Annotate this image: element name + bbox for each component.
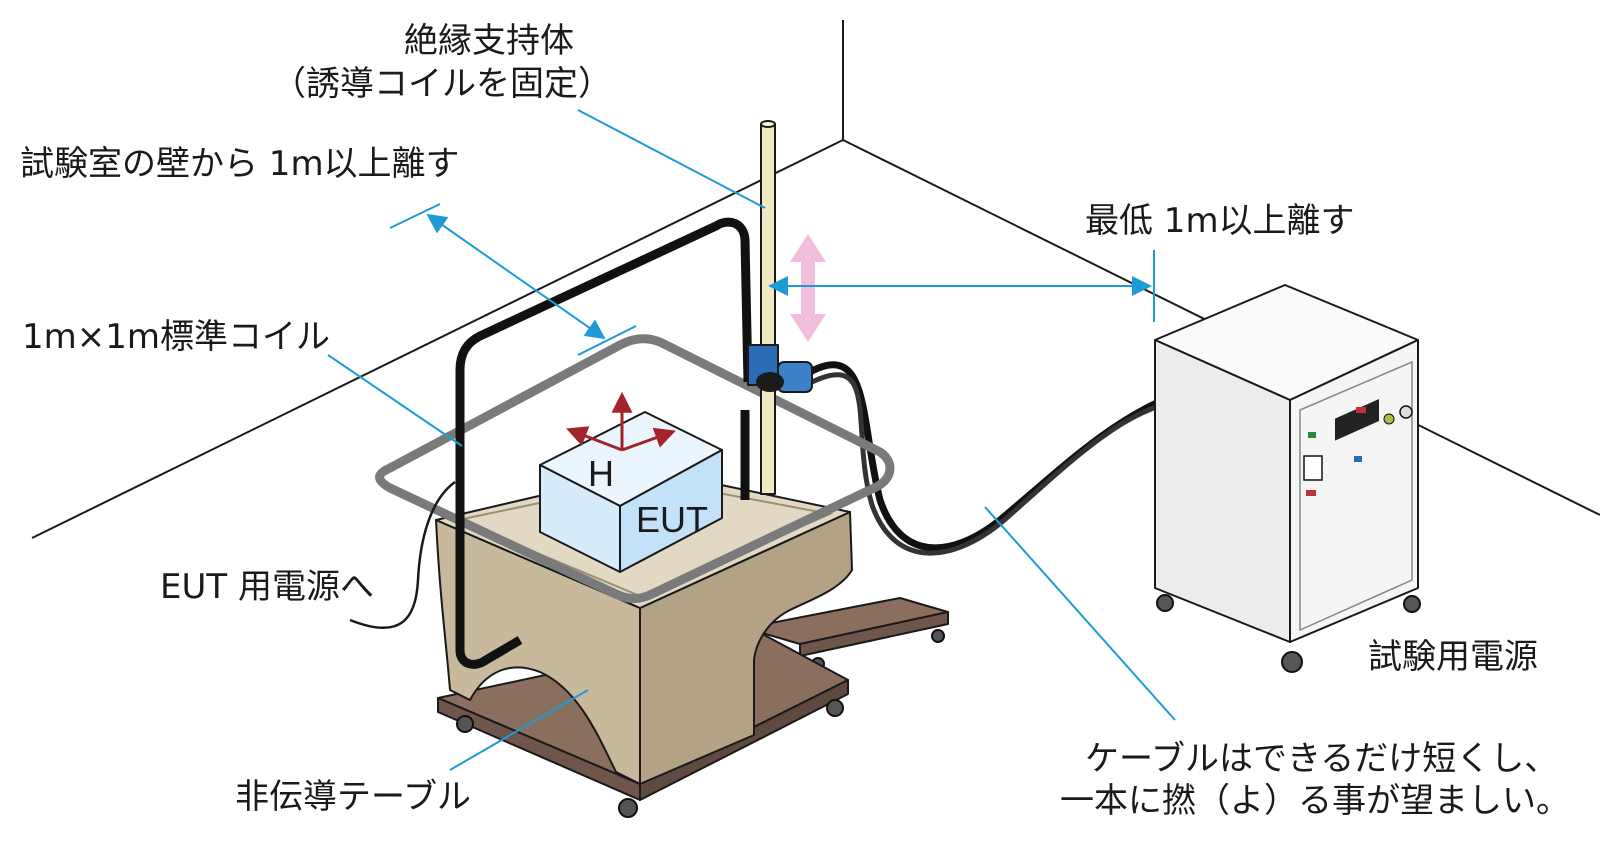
- insulator-label-line2: （誘導コイルを固定）: [272, 64, 612, 104]
- standard-coil-label: 1m×1m標準コイル: [22, 317, 330, 357]
- cable-note-line2: 一本に撚（よ）る事が望ましい。: [1060, 781, 1570, 821]
- eut-label: EUT: [636, 499, 708, 540]
- vertical-coil-loop: [455, 217, 753, 669]
- eut-power-label: EUT 用電源へ: [160, 567, 374, 607]
- cable-note-line1: ケーブルはできるだけ短くし、: [1085, 739, 1558, 779]
- test-power-cabinet: [1154, 284, 1421, 673]
- field-axis-arrows: [566, 391, 676, 452]
- field-axis-label: H: [588, 453, 614, 494]
- coil-leader: [327, 354, 463, 447]
- eut-power-cord: [349, 480, 456, 630]
- insulator-label-line1: 絶縁支持体: [404, 21, 574, 61]
- min-distance-label: 最低 1m以上離す: [1085, 201, 1355, 241]
- twisted-cable-2: [810, 372, 1181, 556]
- min-distance-dimension: [768, 250, 1155, 322]
- clamp: [747, 344, 813, 393]
- table-label: 非伝導テーブル: [235, 777, 471, 817]
- insulator-pole: [760, 120, 776, 495]
- test-power-label: 試験用電源: [1368, 637, 1538, 677]
- cable-leader: [984, 506, 1176, 721]
- standard-coil-loop: [375, 334, 895, 603]
- eut-box: [539, 411, 723, 573]
- wall-distance-dimension: [389, 203, 637, 356]
- table-leader: [449, 689, 589, 771]
- move-arrow: [790, 234, 826, 342]
- wall-distance-label: 試験室の壁から 1m以上離す: [20, 144, 460, 184]
- insulator-leader: [577, 109, 766, 209]
